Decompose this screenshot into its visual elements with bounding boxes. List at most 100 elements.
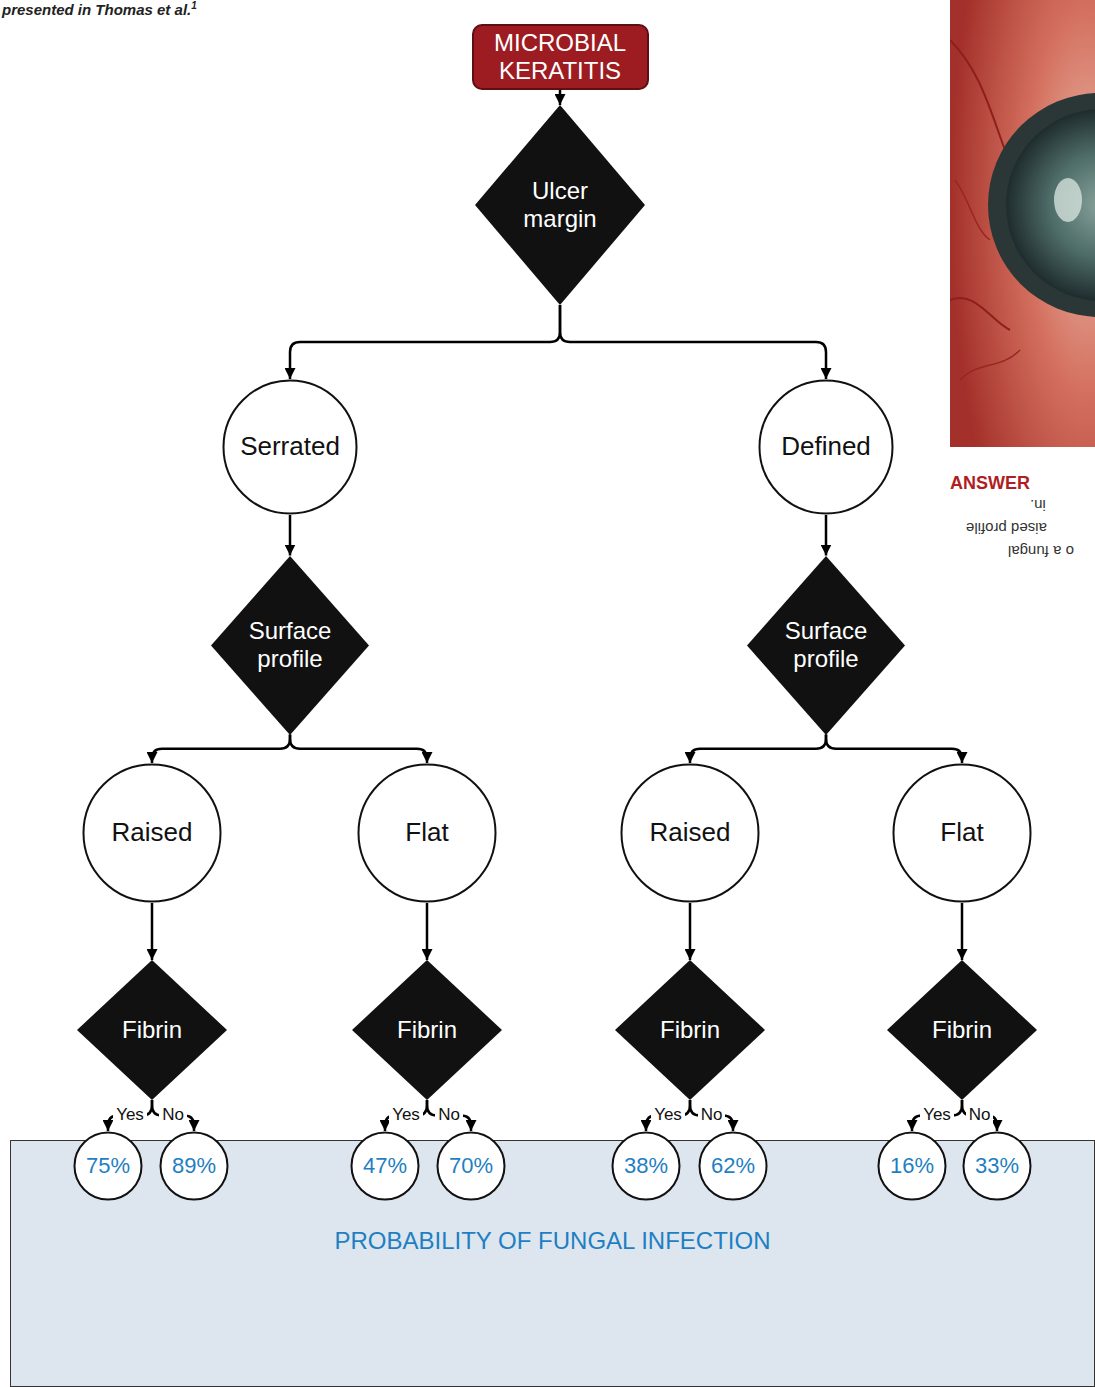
circle-shape (622, 765, 759, 902)
circle-shape (224, 381, 357, 514)
node-text: Fibrin (660, 1016, 720, 1044)
circle-shape (161, 1133, 228, 1200)
circle-shape (964, 1133, 1031, 1200)
diamond-shape (352, 960, 502, 1100)
connector-arrow (559, 90, 562, 105)
connector-arrow (152, 1100, 194, 1131)
connector-arrow (825, 515, 828, 556)
branch-label: No (966, 1106, 994, 1125)
option-circle: Serrated (222, 379, 358, 515)
decision-diamond: Fibrin (77, 960, 227, 1100)
connector-arrow (961, 903, 964, 960)
option-circle: Flat (892, 763, 1032, 903)
probability-circle: 75% (73, 1131, 143, 1201)
probability-circle: 62% (698, 1131, 768, 1201)
decision-diamond: Fibrin (352, 960, 502, 1100)
connector-arrow (151, 903, 154, 960)
connector-arrow (427, 1100, 471, 1131)
node-text: 89% (172, 1153, 216, 1178)
probability-circle: 16% (877, 1131, 947, 1201)
circle-shape (613, 1133, 680, 1200)
node-text: Serrated (240, 432, 340, 462)
circle-shape (359, 765, 496, 902)
caption-fragment: presented in Thomas et al.1 (2, 0, 197, 20)
decision-diamond: Fibrin (615, 960, 765, 1100)
node-text: Surface profile (244, 617, 337, 672)
start-box: MICROBIAL KERATITIS (472, 24, 649, 90)
circle-shape (438, 1133, 505, 1200)
probability-circle: 47% (350, 1131, 420, 1201)
node-text: Raised (112, 818, 193, 848)
connector-arrow (826, 735, 962, 764)
branch-label: Yes (113, 1106, 147, 1125)
node-text: PROBABILITY OF FUNGAL INFECTION (11, 1227, 1094, 1255)
branch-label: No (159, 1106, 187, 1125)
diamond-shape (615, 960, 765, 1100)
branch-label: No (435, 1106, 463, 1125)
option-circle: Flat (357, 763, 497, 903)
option-circle: Defined (758, 379, 894, 515)
circle-shape (760, 381, 893, 514)
diamond-shape (475, 105, 645, 305)
decision-diamond: Surface profile (211, 556, 369, 735)
connector-arrow (690, 1100, 733, 1131)
node-text: 38% (624, 1153, 668, 1178)
diamond-shape (77, 960, 227, 1100)
connector-arrow (690, 735, 826, 764)
answer-heading: ANSWER (950, 473, 1030, 494)
connector-arrow (108, 1100, 152, 1131)
branch-label: Yes (651, 1106, 685, 1125)
inverted-text: o a fungal (1008, 543, 1074, 560)
node-text: Fibrin (122, 1016, 182, 1044)
option-circle: Raised (620, 763, 760, 903)
branch-label: Yes (389, 1106, 423, 1125)
node-text: 62% (711, 1153, 755, 1178)
node-text: 70% (449, 1153, 493, 1178)
diamond-shape (747, 556, 905, 735)
probability-circle: 70% (436, 1131, 506, 1201)
caption-text: presented in Thomas et al. (2, 1, 191, 18)
node-text: Flat (940, 818, 983, 848)
decision-diamond: Fibrin (887, 960, 1037, 1100)
circle-shape (700, 1133, 767, 1200)
connector-arrow (646, 1100, 690, 1131)
result-band: PROBABILITY OF FUNGAL INFECTION 75% 89% 47%… (10, 1140, 1095, 1387)
node-text: Raised (650, 818, 731, 848)
circle-shape (894, 765, 1031, 902)
node-text: 33% (975, 1153, 1019, 1178)
node-text: Ulcer margin (508, 177, 613, 232)
node-text: 47% (363, 1153, 407, 1178)
connector-arrow (290, 735, 427, 764)
node-text: 16% (890, 1153, 934, 1178)
eye-photo (950, 0, 1095, 447)
diamond-shape (887, 960, 1037, 1100)
inverted-text: in. (1030, 497, 1046, 514)
connector-arrow (560, 305, 826, 379)
node-text: 75% (86, 1153, 130, 1178)
connector-arrow (689, 903, 692, 960)
node-text: Fibrin (932, 1016, 992, 1044)
decision-diamond: Surface profile (747, 556, 905, 735)
circle-shape (879, 1133, 946, 1200)
option-circle: Raised (82, 763, 222, 903)
node-text: Fibrin (397, 1016, 457, 1044)
connector-arrow (385, 1100, 427, 1131)
node-text: Defined (781, 432, 871, 462)
decision-diamond: Ulcer margin (475, 105, 645, 305)
connector-arrow (290, 305, 560, 379)
node-text: MICROBIAL KERATITIS (482, 29, 639, 84)
connector-arrow (289, 515, 292, 556)
node-text: Flat (405, 818, 448, 848)
probability-circle: 33% (962, 1131, 1032, 1201)
connector-arrow (426, 903, 429, 960)
reference-number: 1 (191, 0, 197, 11)
circle-shape (352, 1133, 419, 1200)
diamond-shape (211, 556, 369, 735)
connector-arrow (962, 1100, 997, 1131)
circle-shape (75, 1133, 142, 1200)
circle-shape (84, 765, 221, 902)
branch-label: No (698, 1106, 726, 1125)
connector-arrow (152, 735, 290, 764)
connector-arrow (912, 1100, 962, 1131)
